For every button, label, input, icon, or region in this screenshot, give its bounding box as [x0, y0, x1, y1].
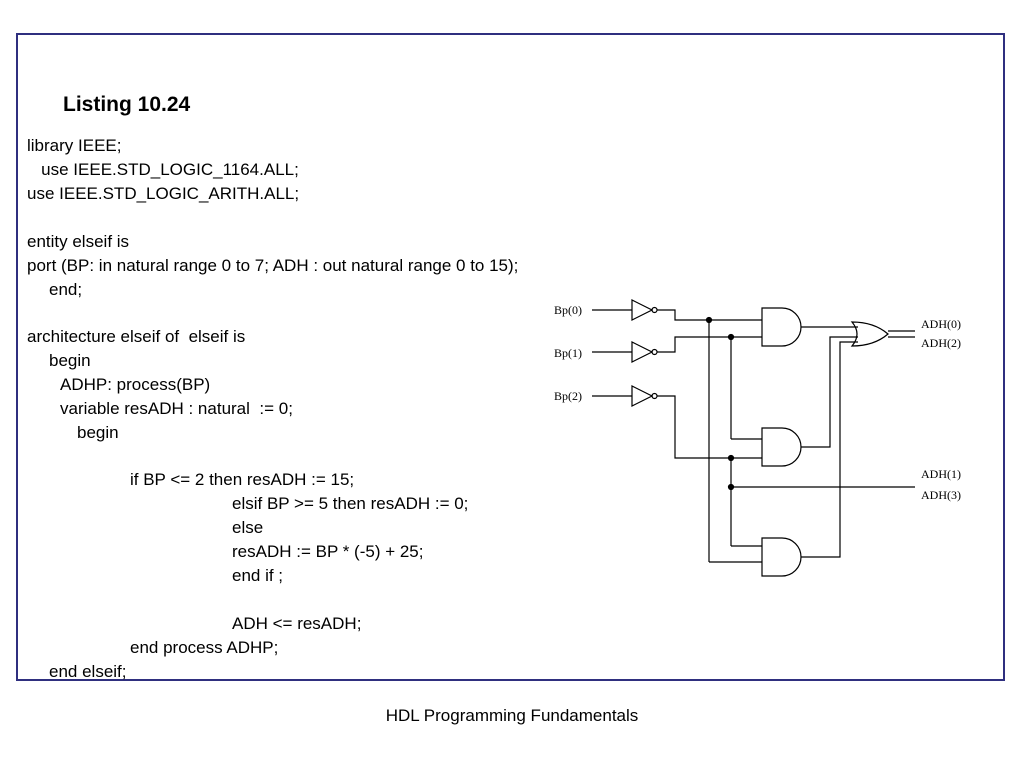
buffer-gate-0 [631, 299, 658, 321]
input-label-bp0: Bp(0) [554, 303, 582, 317]
input-label-bp2: Bp(2) [554, 389, 582, 403]
code-line: end if ; [232, 566, 284, 585]
slide-frame [16, 33, 1005, 681]
code-line: library IEEE; [27, 136, 122, 155]
wire [657, 395, 762, 459]
code-line: elsif BP >= 5 then resADH := 0; [232, 494, 469, 513]
code-line: end process ADHP; [130, 638, 279, 657]
wire [801, 336, 858, 448]
code-line: ADH <= resADH; [232, 614, 362, 633]
buffer-gate-2 [631, 385, 658, 407]
slide-footer: HDL Programming Fundamentals [385, 706, 639, 725]
and-gate-1 [761, 307, 802, 347]
code-line: else [232, 518, 264, 537]
output-label-adh0: ADH(0) [921, 317, 961, 331]
buffer-gate-1 [631, 341, 658, 363]
logic-circuit-diagram: Bp(0) Bp(1) Bp(2) ADH(0) A [554, 299, 961, 577]
code-line: entity elseif is [27, 232, 130, 251]
code-line: ADHP: process(BP) [60, 375, 211, 394]
code-line: end elseif; [49, 662, 127, 681]
wire [657, 309, 762, 321]
output-label-adh1: ADH(1) [921, 467, 961, 481]
junction-dot [705, 316, 713, 324]
junction-dot [727, 454, 735, 462]
junction-dot [727, 483, 735, 491]
slide-title: Listing 10.24 [63, 93, 191, 116]
and-gate-3 [761, 537, 802, 577]
code-line: if BP <= 2 then resADH := 15; [130, 470, 355, 489]
output-label-adh2: ADH(2) [921, 336, 961, 350]
junction-dot [727, 333, 735, 341]
wire [657, 336, 762, 353]
code-line: use IEEE.STD_LOGIC_1164.ALL; [27, 160, 299, 179]
code-line: resADH := BP * (-5) + 25; [232, 542, 424, 561]
and-gate-2 [761, 427, 802, 467]
wire [801, 341, 858, 558]
code-line: variable resADH : natural := 0; [60, 399, 293, 418]
code-line: end; [49, 280, 83, 299]
or-gate [850, 321, 889, 347]
code-line: architecture elseif of elseif is [27, 327, 246, 346]
code-line: port (BP: in natural range 0 to 7; ADH :… [27, 256, 519, 275]
input-label-bp1: Bp(1) [554, 346, 582, 360]
code-line: begin [49, 351, 91, 370]
code-line: begin [77, 423, 119, 442]
code-line: use IEEE.STD_LOGIC_ARITH.ALL; [27, 184, 300, 203]
output-label-adh3: ADH(3) [921, 488, 961, 502]
